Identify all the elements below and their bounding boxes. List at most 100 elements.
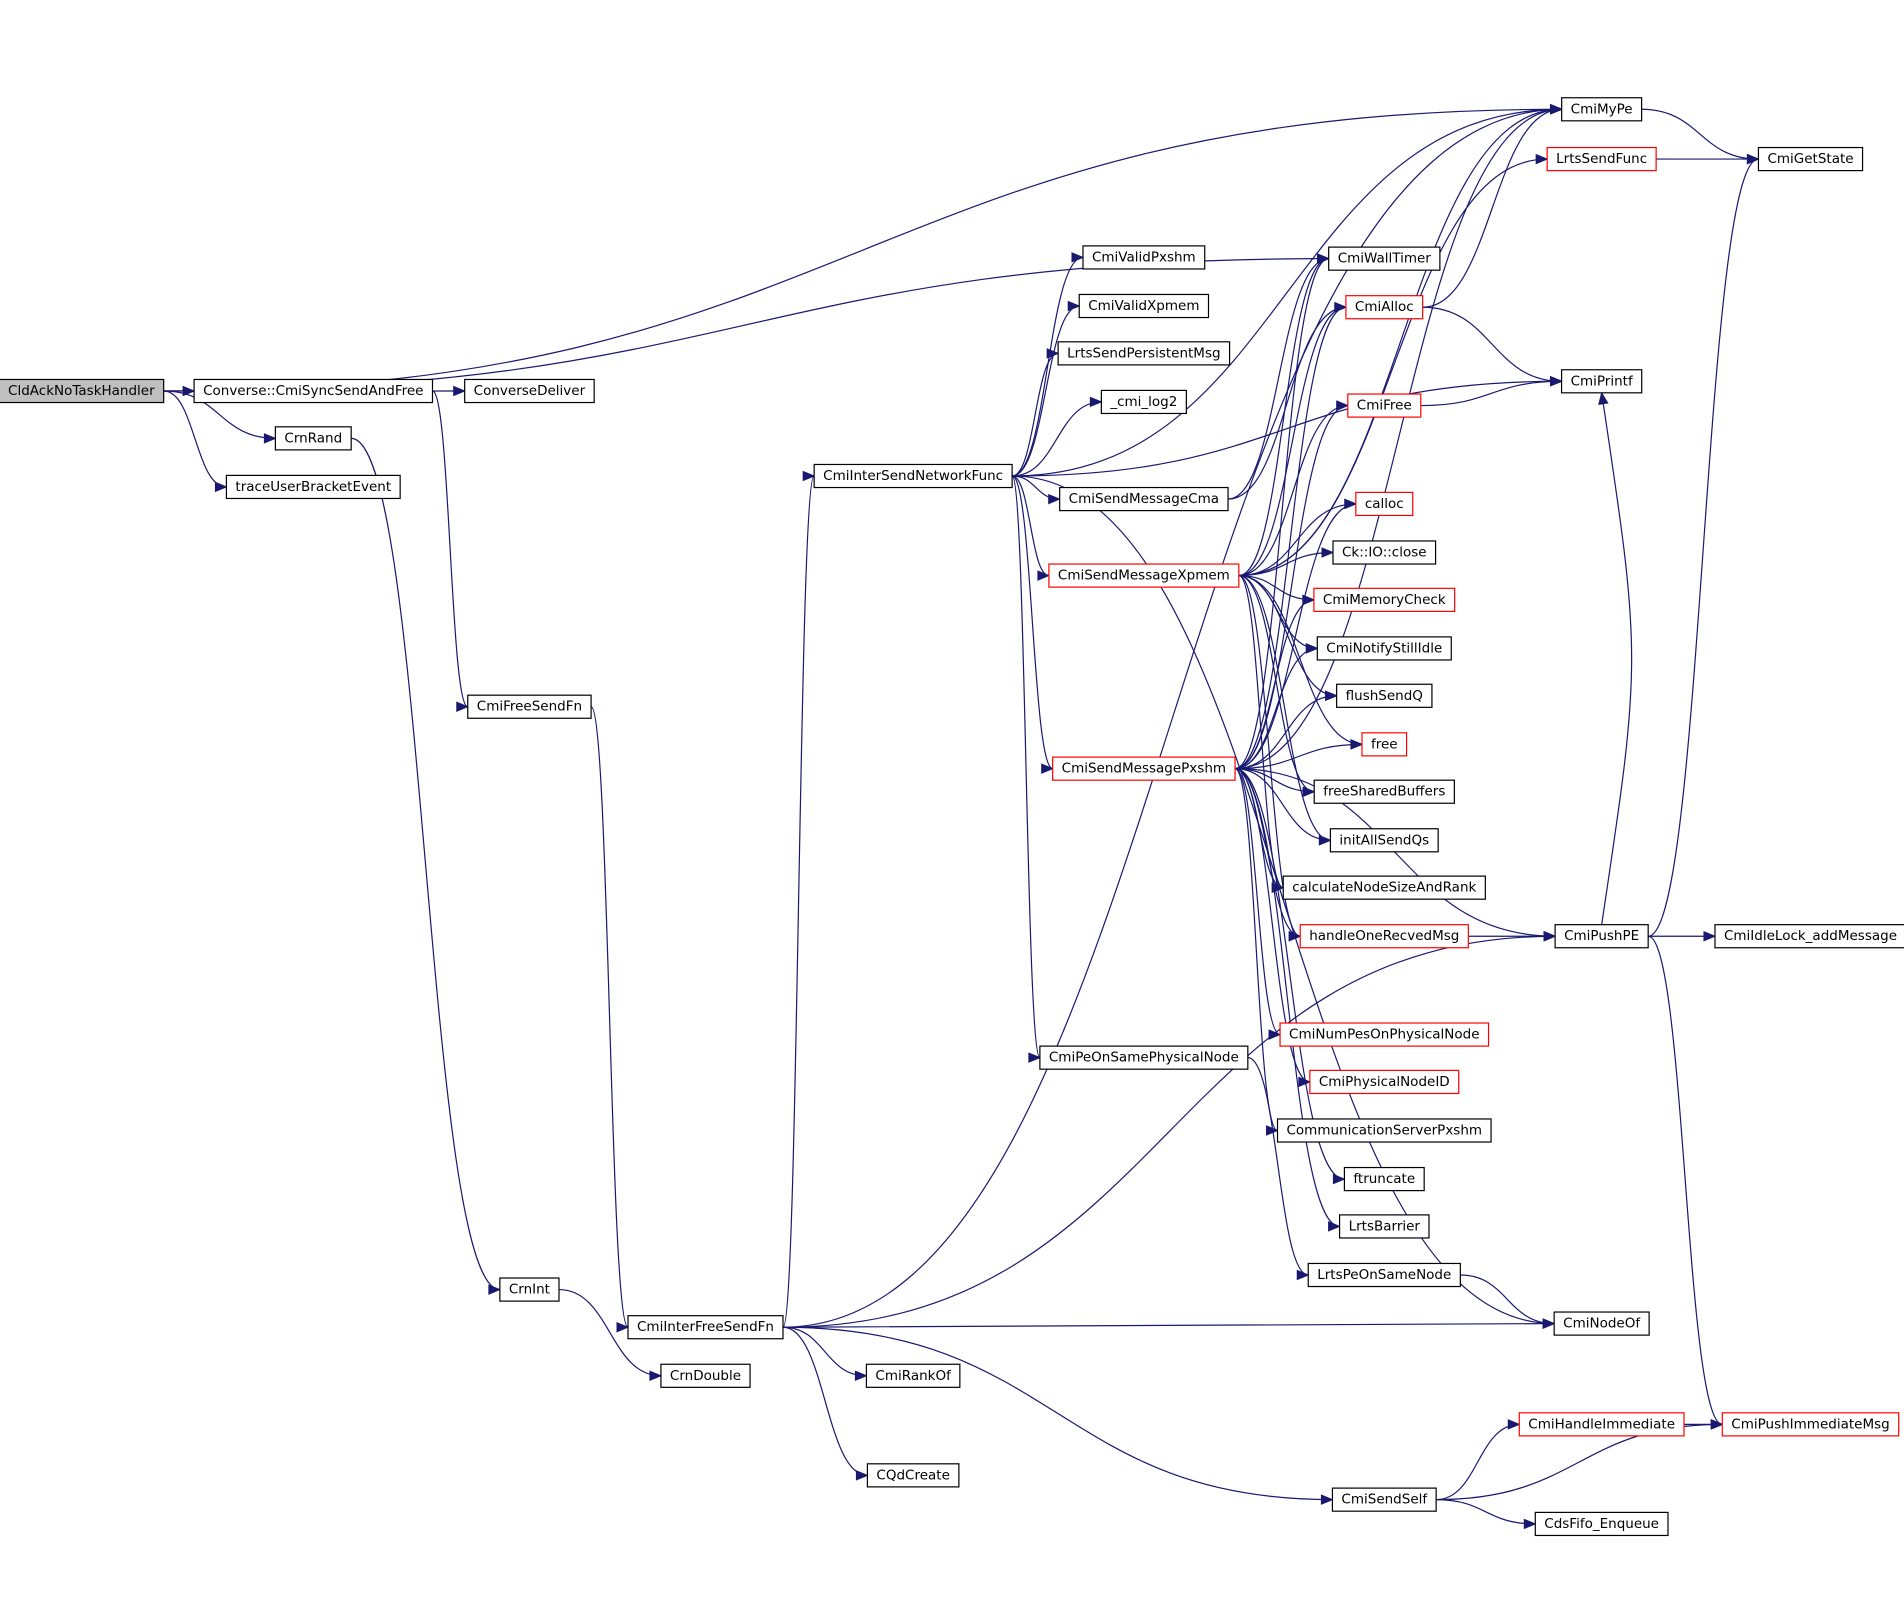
node-deliver[interactable]: ConverseDeliver [464,378,595,404]
node-commserver[interactable]: CommunicationServerPxshm [1276,1118,1492,1143]
node-rankof[interactable]: CmiRankOf [865,1363,961,1388]
node-freesend[interactable]: CmiFreeSendFn [467,694,592,719]
node-crndouble[interactable]: CrnDouble [660,1363,751,1388]
node-label: flushSendQ [1346,688,1423,704]
node-label: CmiSendMessageXpmem [1058,568,1230,584]
node-label: CmiNotifyStillIdle [1326,640,1442,656]
node-label: traceUserBracketEvent [235,479,391,495]
node-freec[interactable]: free [1361,732,1408,757]
node-getstate[interactable]: CmiGetState [1757,146,1864,172]
edge-arrowhead [1344,498,1358,510]
edge-arrowhead [1071,252,1085,263]
node-log2[interactable]: _cmi_log2 [1100,389,1187,415]
node-sendself[interactable]: CmiSendSelf [1331,1487,1437,1512]
node-cqd[interactable]: CQdCreate [866,1463,960,1488]
node-box [225,474,401,500]
node-box [1282,875,1486,900]
node-lrtssame[interactable]: LrtsPeOnSameNode [1307,1262,1461,1288]
edge-line [1238,574,1362,745]
edge-arrowhead [1298,1076,1312,1088]
edge-xpmem-to-free [1238,400,1350,577]
node-freeshared[interactable]: freeSharedBuffers [1313,779,1455,804]
node-barrier[interactable]: LrtsBarrier [1338,1214,1430,1239]
node-walltimer[interactable]: CmiWallTimer [1328,246,1441,271]
edge-crnint-to-crndouble [558,1288,663,1382]
node-numpes[interactable]: CmiNumPesOnPhysicalNode [1279,1022,1490,1047]
node-box [1052,756,1236,781]
node-root[interactable]: CldAckNoTaskHandler [0,378,165,404]
node-box [1328,246,1441,271]
node-validxp[interactable]: CmiValidXpmem [1078,293,1210,319]
node-flush[interactable]: flushSendQ [1336,683,1433,708]
node-label: ConverseDeliver [474,383,586,399]
edge-pxshm-to-physid [1234,768,1312,1088]
node-alloc[interactable]: CmiAlloc [1345,295,1424,320]
node-label: LrtsPeOnSameNode [1317,1267,1451,1283]
edge-line [1648,158,1759,937]
node-persist[interactable]: LrtsSendPersistentMsg [1057,341,1231,366]
node-handleimm[interactable]: CmiHandleImmediate [1518,1412,1685,1437]
edge-arrowhead [1067,300,1081,312]
node-crnrand[interactable]: CrnRand [274,426,352,451]
node-calcnode[interactable]: calculateNodeSizeAndRank [1282,875,1486,900]
node-pxshm[interactable]: CmiSendMessagePxshm [1052,756,1236,781]
node-cma[interactable]: CmiSendMessageCma [1059,486,1229,512]
edge-line [1238,574,1284,889]
node-syncsend[interactable]: Converse::CmiSyncSendAndFree [193,378,434,404]
node-label: Ck::IO::close [1342,545,1427,561]
edge-arrowhead [1507,1419,1521,1430]
edge-pxshm-to-notify [1235,643,1319,770]
node-idlelock[interactable]: CmiIdleLock_addMessage [1714,924,1904,949]
node-nodeof[interactable]: CmiNodeOf [1553,1311,1650,1336]
node-validpx[interactable]: CmiValidPxshm [1082,245,1206,270]
edge-mype-to-getstate [1641,108,1760,165]
node-label: CrnDouble [670,1368,741,1384]
edge-line [1238,158,1548,577]
edge-line [1012,380,1562,477]
node-label: handleOneRecvedMsg [1309,928,1459,944]
edge-line [1235,647,1318,770]
node-free[interactable]: CmiFree [1347,393,1422,418]
node-crnint[interactable]: CrnInt [499,1277,560,1302]
node-internet[interactable]: CmiInterSendNetworkFunc [813,463,1013,489]
node-label: CmiNumPesOnPhysicalNode [1289,1027,1479,1043]
edge-internet-to-validpx [1012,252,1085,477]
edge-pxshm-to-numpes [1234,768,1282,1040]
edge-line [782,935,1556,1328]
node-label: CmiWallTimer [1338,251,1432,267]
node-calloc[interactable]: calloc [1355,491,1414,517]
edge-interfree-to-nodeof [782,1318,1556,1329]
node-box [1721,1412,1900,1437]
edge-arrowhead [1321,547,1335,558]
node-interfree[interactable]: CmiInterFreeSendFn [627,1315,784,1340]
node-xpmem[interactable]: CmiSendMessageXpmem [1048,563,1240,588]
node-box [1057,341,1231,366]
node-samephys[interactable]: CmiPeOnSamePhysicalNode [1039,1045,1249,1070]
edge-pxshm-to-flush [1235,690,1338,770]
node-box [1299,924,1469,949]
node-pushpe[interactable]: CmiPushPE [1554,924,1649,949]
node-box [1078,293,1210,319]
edge-arrowhead [1302,786,1316,797]
node-lrtssend[interactable]: LrtsSendFunc [1546,146,1657,172]
node-trace[interactable]: traceUserBracketEvent [225,474,401,500]
node-physid[interactable]: CmiPhysicalNodeID [1309,1069,1460,1095]
node-initall[interactable]: initAllSendQs [1329,828,1439,853]
node-close[interactable]: Ck::IO::close [1332,540,1437,565]
node-box [866,1463,960,1488]
node-notify[interactable]: CmiNotifyStillIdle [1316,636,1452,661]
node-ftrunc[interactable]: ftruncate [1343,1166,1425,1192]
node-box [1059,486,1229,512]
node-handle[interactable]: handleOneRecvedMsg [1299,924,1469,949]
node-label: Converse::CmiSyncSendAndFree [203,383,423,399]
node-box [1329,828,1439,853]
node-label: CmiPeOnSamePhysicalNode [1049,1050,1239,1066]
node-mype[interactable]: CmiMyPe [1561,97,1643,122]
node-box [1048,563,1240,588]
node-pushimm[interactable]: CmiPushImmediateMsg [1721,1412,1900,1437]
edge-arrowhead [616,1321,630,1333]
edge-line [1228,258,1329,500]
node-printf[interactable]: CmiPrintf [1560,369,1643,394]
node-cdsfifo[interactable]: CdsFifo_Enqueue [1534,1511,1669,1537]
node-memcheck[interactable]: CmiMemoryCheck [1313,587,1456,612]
